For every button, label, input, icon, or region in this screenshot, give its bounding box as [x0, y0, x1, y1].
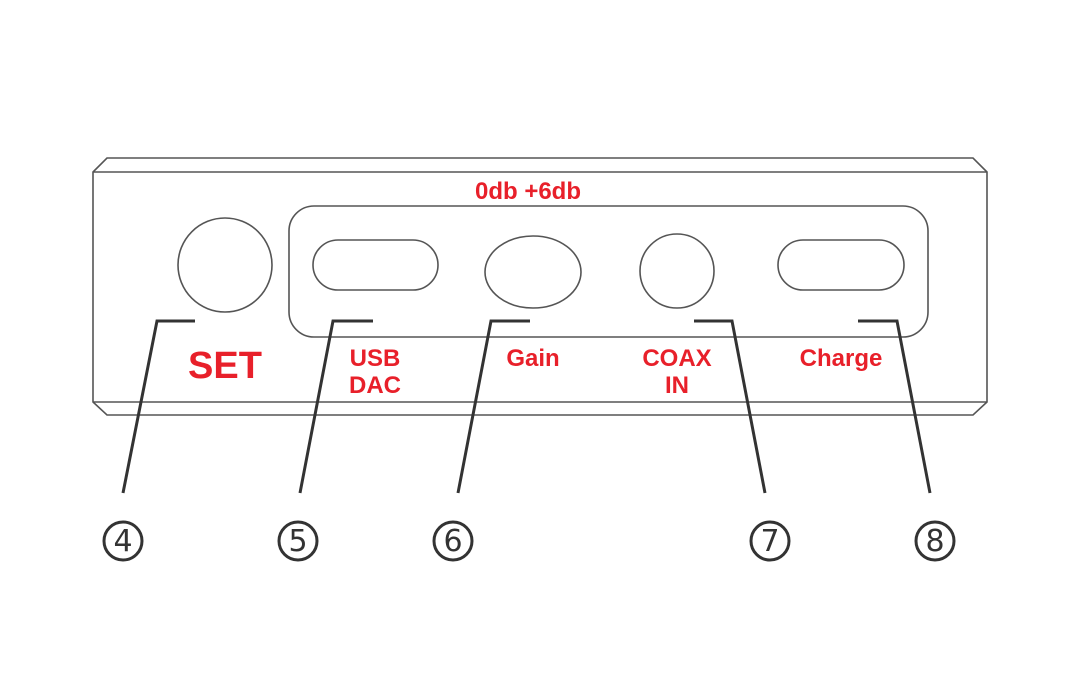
leader-line-4: [121, 319, 195, 494]
charge-label: Charge: [800, 345, 883, 372]
callout-number-4: 4: [113, 524, 132, 559]
port-panel-recess: [288, 205, 929, 338]
leader-line-7: [694, 319, 767, 494]
gain-switch: [484, 235, 582, 309]
callout-number-8: 8: [925, 524, 944, 559]
callout-circle-6: [432, 520, 474, 562]
callout-circle-4: [102, 520, 144, 562]
set-label: SET: [188, 345, 262, 387]
callout-circle-5: [277, 520, 319, 562]
device-body: [92, 157, 988, 416]
usb-dac-label-line1: USB: [350, 345, 401, 372]
coax-in-label-line1: COAX: [642, 345, 711, 372]
coax-in-port: [639, 233, 715, 309]
callout-circle-8: [914, 520, 956, 562]
callout-number-6: 6: [443, 524, 462, 559]
callout-number-7: 7: [760, 524, 779, 559]
gain-level-label: 0db +6db: [475, 178, 581, 205]
set-button: [177, 217, 273, 313]
leader-line-8: [858, 319, 932, 494]
usb-dac-label-line2: DAC: [349, 372, 401, 399]
leader-line-6: [456, 319, 530, 494]
callout-number-5: 5: [288, 524, 307, 559]
leader-line-5: [298, 319, 373, 494]
usb-dac-port: [312, 239, 439, 291]
gain-label: Gain: [506, 345, 559, 372]
charge-port: [777, 239, 905, 291]
callout-circle-7: [749, 520, 791, 562]
coax-in-label-line2: IN: [665, 372, 689, 399]
